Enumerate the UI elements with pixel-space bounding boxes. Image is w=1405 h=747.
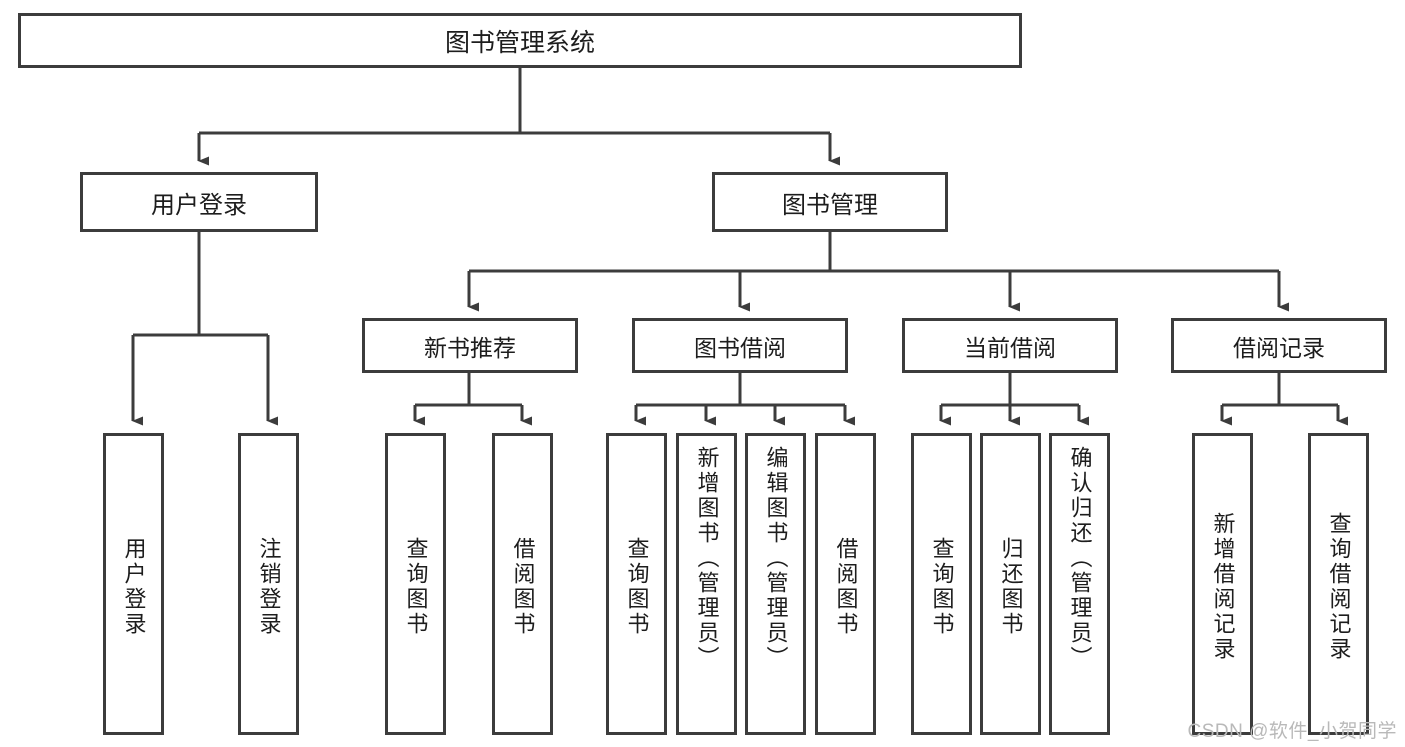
leaf-borrow-record-add-record[interactable]: 新增借阅记录 xyxy=(1192,433,1253,735)
leaf-text-wrap: 新增借阅记录 xyxy=(1195,442,1250,732)
leaf-book-borrow-borrow-book[interactable]: 借阅图书 xyxy=(815,433,876,735)
node-book-management[interactable]: 图书管理 xyxy=(712,172,948,232)
leaf-current-borrow-confirm-return[interactable]: 确认归还（管理员） xyxy=(1049,433,1110,735)
leaf-label: 查询图书 xyxy=(624,537,650,637)
leaf-text-wrap: 查询图书 xyxy=(388,442,443,732)
leaf-current-borrow-return-book[interactable]: 归还图书 xyxy=(980,433,1041,735)
leaf-label: 编辑图书（管理员） xyxy=(763,446,789,671)
leaf-user-login-login[interactable]: 用户登录 xyxy=(103,433,164,735)
leaf-borrow-record-query-record[interactable]: 查询借阅记录 xyxy=(1308,433,1369,735)
leaf-label: 查询图书 xyxy=(929,537,955,637)
leaf-current-borrow-query-book[interactable]: 查询图书 xyxy=(911,433,972,735)
leaf-text-wrap: 查询图书 xyxy=(609,442,664,732)
node-current-borrow[interactable]: 当前借阅 xyxy=(902,318,1118,373)
node-book-borrow[interactable]: 图书借阅 xyxy=(632,318,848,373)
leaf-text-wrap: 确认归还（管理员） xyxy=(1052,442,1107,732)
leaf-text-wrap: 借阅图书 xyxy=(818,442,873,732)
node-book-management-system[interactable]: 图书管理系统 xyxy=(18,13,1022,68)
node-new-book-recommend[interactable]: 新书推荐 xyxy=(362,318,578,373)
leaf-label: 查询借阅记录 xyxy=(1326,512,1352,662)
leaf-label: 新增借阅记录 xyxy=(1210,512,1236,662)
node-label: 图书管理 xyxy=(782,191,878,219)
leaf-text-wrap: 查询借阅记录 xyxy=(1311,442,1366,732)
node-borrow-record[interactable]: 借阅记录 xyxy=(1171,318,1387,373)
leaf-text-wrap: 注销登录 xyxy=(241,442,296,732)
leaf-text-wrap: 用户登录 xyxy=(106,442,161,732)
leaf-label: 借阅图书 xyxy=(833,537,859,637)
leaf-text-wrap: 编辑图书（管理员） xyxy=(748,442,803,732)
leaf-new-book-borrow-book[interactable]: 借阅图书 xyxy=(492,433,553,735)
leaf-label: 归还图书 xyxy=(998,537,1024,637)
leaf-label: 新增图书（管理员） xyxy=(694,446,720,671)
leaf-label: 注销登录 xyxy=(256,537,282,637)
leaf-book-borrow-query-book[interactable]: 查询图书 xyxy=(606,433,667,735)
leaf-text-wrap: 归还图书 xyxy=(983,442,1038,732)
leaf-text-wrap: 新增图书（管理员） xyxy=(679,442,734,732)
leaf-text-wrap: 查询图书 xyxy=(914,442,969,732)
leaf-label: 用户登录 xyxy=(121,537,147,637)
leaf-text-wrap: 借阅图书 xyxy=(495,442,550,732)
node-label: 图书借阅 xyxy=(694,334,786,361)
node-label: 图书管理系统 xyxy=(444,28,595,57)
leaf-book-borrow-add-book[interactable]: 新增图书（管理员） xyxy=(676,433,737,735)
leaf-label: 查询图书 xyxy=(403,537,429,637)
leaf-label: 确认归还（管理员） xyxy=(1067,446,1093,671)
node-label: 借阅记录 xyxy=(1233,334,1325,361)
leaf-book-borrow-edit-book[interactable]: 编辑图书（管理员） xyxy=(745,433,806,735)
leaf-label: 借阅图书 xyxy=(510,537,536,637)
leaf-user-login-logout[interactable]: 注销登录 xyxy=(238,433,299,735)
node-label: 用户登录 xyxy=(151,191,247,219)
leaf-new-book-query-book[interactable]: 查询图书 xyxy=(385,433,446,735)
node-user-login[interactable]: 用户登录 xyxy=(80,172,318,232)
node-label: 当前借阅 xyxy=(964,334,1056,361)
node-label: 新书推荐 xyxy=(424,334,516,361)
